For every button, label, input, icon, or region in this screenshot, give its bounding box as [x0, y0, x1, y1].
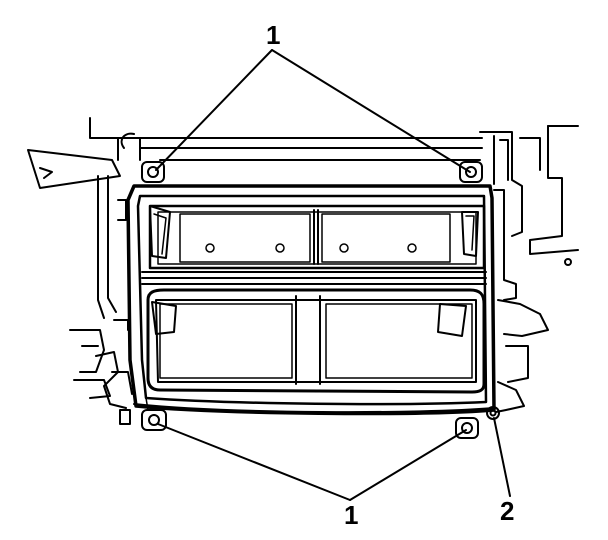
fastener-bottom-right — [455, 417, 479, 439]
leader-bottom-to-right — [349, 429, 467, 501]
right-background-structure — [479, 125, 579, 413]
leader-lines — [155, 49, 511, 501]
callout-label-bottom: 1 — [344, 500, 359, 530]
upper-recess — [148, 204, 486, 270]
leader-seal — [493, 417, 511, 497]
housing-ribs — [141, 271, 487, 285]
fastener-top-right — [459, 161, 483, 183]
fastener-top-left — [141, 161, 165, 183]
lower-window — [146, 288, 486, 394]
panel-screws — [205, 243, 417, 253]
fastener-bottom-left — [141, 409, 167, 431]
housing-inner-frame — [136, 194, 488, 406]
seal — [486, 406, 500, 420]
callout-label-top: 1 — [266, 20, 281, 50]
module-housing — [126, 184, 496, 416]
callout-label-seal: 2 — [500, 496, 515, 526]
leader-top-to-right — [271, 49, 471, 173]
top-background-structure — [120, 132, 483, 161]
leader-bottom-to-left — [157, 423, 351, 501]
left-background-structure — [27, 117, 141, 425]
leader-top-to-left — [155, 49, 273, 171]
